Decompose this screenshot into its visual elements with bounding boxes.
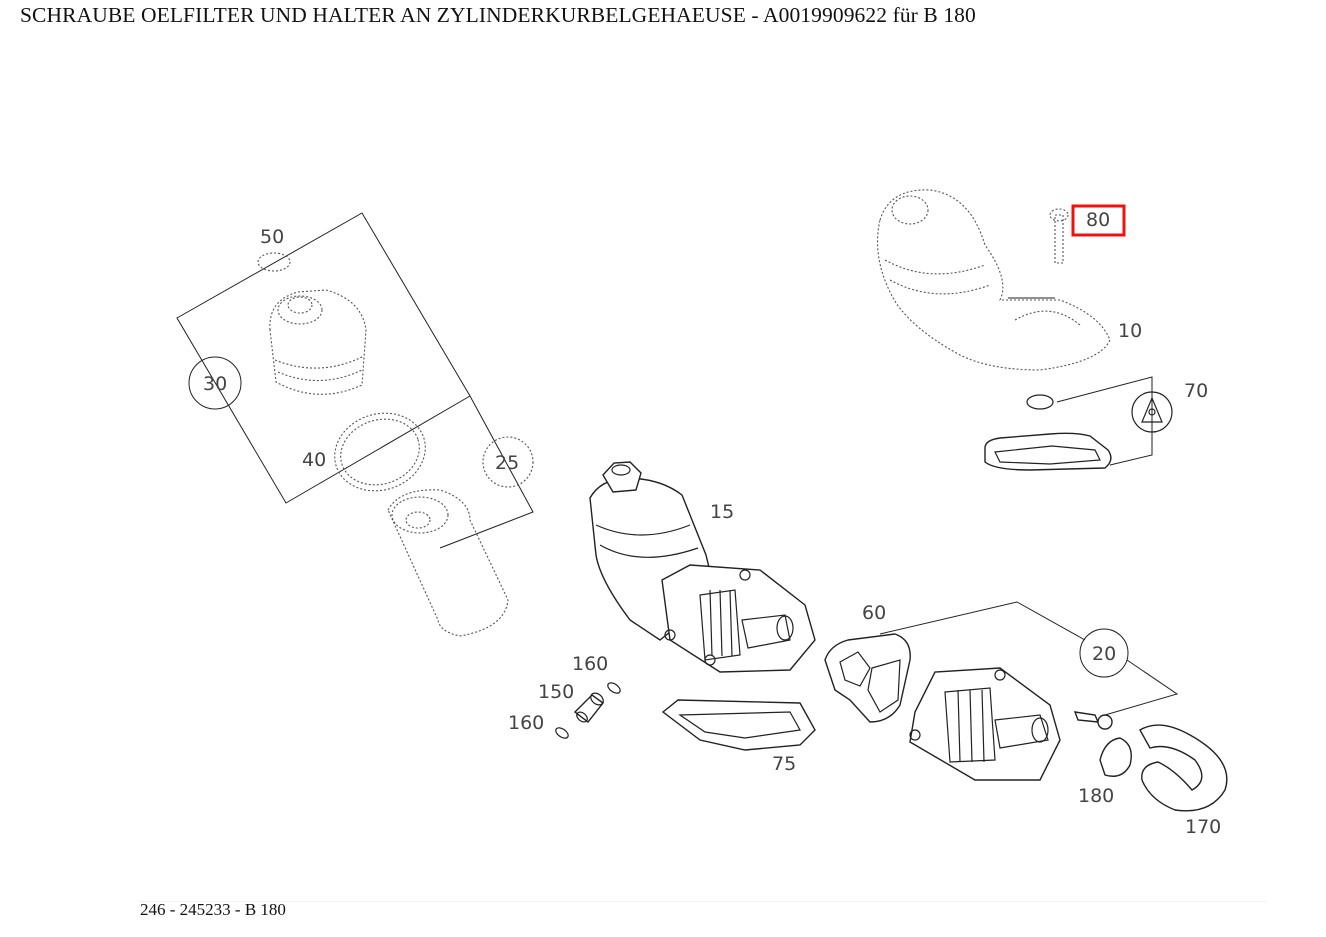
callout-160a[interactable]: 160 xyxy=(572,653,608,675)
callout-10[interactable]: 10 xyxy=(1118,320,1142,342)
highlight-box xyxy=(1071,204,1126,237)
callout-30[interactable]: 30 xyxy=(203,373,227,395)
callout-160b[interactable]: 160 xyxy=(508,712,544,734)
callout-70[interactable]: 70 xyxy=(1184,380,1208,402)
callout-60[interactable]: 60 xyxy=(862,602,886,624)
plug-and-seals xyxy=(555,682,621,739)
oil-cooler-20 xyxy=(879,601,1228,812)
left-ghost-assembly xyxy=(176,212,534,637)
page-title: SCHRAUBE OELFILTER UND HALTER AN ZYLINDE… xyxy=(20,3,976,27)
callout-75[interactable]: 75 xyxy=(772,753,796,775)
callout-15[interactable]: 15 xyxy=(710,501,734,523)
footer-caption: 246 - 245233 - B 180 xyxy=(140,900,286,919)
callout-50[interactable]: 50 xyxy=(260,226,284,248)
callout-20[interactable]: 20 xyxy=(1092,643,1116,665)
top-right-assembly xyxy=(877,189,1173,471)
oil-filter-housing xyxy=(589,461,816,673)
callout-150[interactable]: 150 xyxy=(538,681,574,703)
callout-25[interactable]: 25 xyxy=(495,452,519,474)
callout-170[interactable]: 170 xyxy=(1185,816,1221,838)
callout-80[interactable]: 80 xyxy=(1086,209,1110,231)
gasket-75 xyxy=(661,699,816,751)
gasket-60 xyxy=(824,633,911,723)
callout-180[interactable]: 180 xyxy=(1078,785,1114,807)
callout-40[interactable]: 40 xyxy=(302,449,326,471)
footer-divider xyxy=(140,901,1266,902)
